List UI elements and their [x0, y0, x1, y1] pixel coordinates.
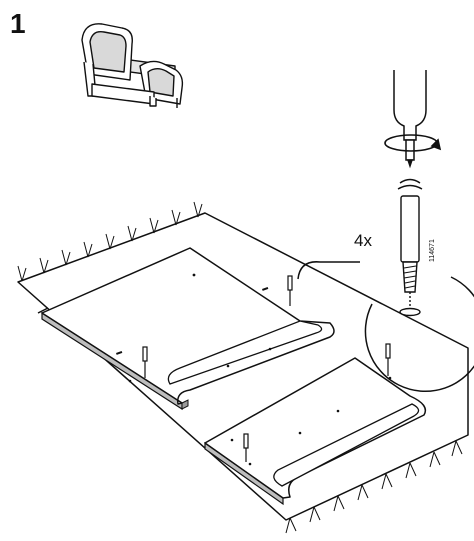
detail-callout: [297, 261, 474, 392]
screwdriver-icon: [393, 70, 427, 169]
part-number: 114671: [429, 239, 436, 262]
step-number: 1: [10, 8, 26, 39]
bed-frame-icon: [81, 23, 184, 108]
dowel-screw-icon: [397, 178, 423, 317]
quantity-label: 4x: [354, 231, 372, 250]
dowel-screw: [142, 275, 293, 378]
dowel-screw: [243, 343, 391, 462]
clockwise-rotation-icon: [384, 134, 442, 152]
bed-base-panel-1: [37, 247, 335, 411]
bed-base-panel-2: [204, 343, 427, 506]
